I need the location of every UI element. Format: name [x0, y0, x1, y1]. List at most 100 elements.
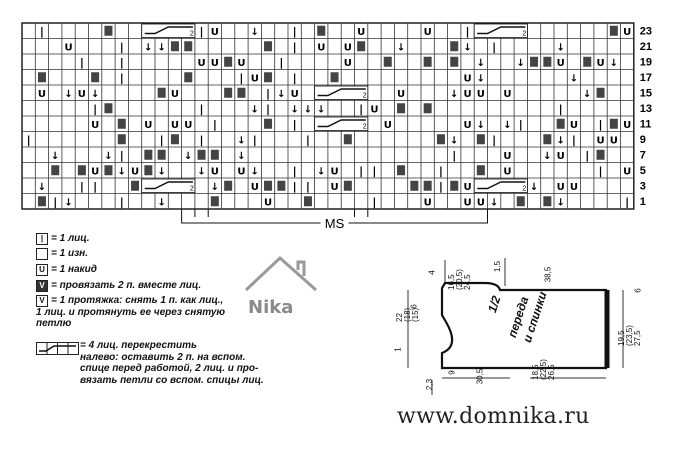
stitch-decrease-icon: [423, 103, 432, 114]
stitch-knit-icon: |: [213, 118, 217, 131]
cable-number: 2: [190, 186, 194, 193]
cable-line: [144, 26, 193, 35]
stitch-arrow-icon: ↓: [477, 58, 485, 69]
legend-item-knit: |= 1 лиц.: [36, 233, 90, 245]
stitch-arrow-icon: ↓: [556, 42, 564, 53]
row-number: 9: [640, 134, 646, 146]
stitch-yarn-over-icon: U: [463, 89, 471, 100]
stitch-yarn-over-icon: U: [596, 135, 604, 146]
stitch-decrease-icon: [170, 134, 179, 145]
dim-bottom-width: 30,5: [475, 368, 485, 385]
stitch-yarn-over-icon: U: [623, 27, 631, 38]
stitch-knit-icon: |: [80, 180, 84, 193]
stitch-yarn-over-icon: U: [78, 89, 86, 100]
stitch-knit-icon: |: [492, 40, 496, 53]
dim-half-width-top: 38,5: [543, 266, 553, 283]
cable-cell: [314, 85, 369, 100]
stitch-arrow-icon: ↓: [211, 182, 219, 193]
garment-schema: [407, 258, 624, 395]
stitch-decrease-icon: [383, 56, 392, 67]
stitch-knit-icon: |: [439, 164, 443, 177]
stitch-decrease-icon: [144, 165, 153, 176]
dim-right-tick: 6: [633, 288, 643, 293]
stitch-yarn-over-icon: U: [463, 182, 471, 193]
stitch-decrease-icon: [157, 87, 166, 98]
row-number: 11: [640, 119, 652, 131]
cable-line: [317, 119, 366, 128]
stitch-decrease-icon: [264, 72, 273, 83]
stitch-decrease-icon: [91, 72, 100, 83]
stitch-yarn-over-icon: U: [424, 27, 432, 38]
stitch-yarn-over-icon: U: [237, 58, 245, 69]
stitch-arrow-icon: ↓: [237, 135, 245, 146]
row-number: 7: [640, 150, 646, 162]
stitch-yarn-over-icon: U: [91, 166, 99, 177]
stitch-knit-icon: |: [359, 102, 363, 115]
stitch-knit-icon: |: [452, 149, 456, 162]
stitch-arrow-icon: ↓: [118, 166, 126, 177]
stitch-knit-icon: |: [200, 133, 204, 146]
stitch-arrow-icon: ↓: [556, 197, 564, 208]
stitch-knit-icon: |: [239, 71, 243, 84]
stitch-decrease-icon: [104, 25, 113, 36]
stitch-arrow-icon: ↓: [38, 182, 46, 193]
stitch-arrow-icon: ↓: [450, 135, 458, 146]
stitch-arrow-icon: ↓: [64, 89, 72, 100]
stitch-decrease-icon: [264, 41, 273, 52]
legend-text: = 1 накид: [51, 264, 97, 275]
stitch-decrease-icon: [197, 149, 206, 160]
stitch-decrease-icon: [450, 41, 459, 52]
stitch-decrease-icon: [397, 165, 406, 176]
stitch-decrease-icon: [170, 41, 179, 52]
repeat-label: MS: [325, 216, 345, 231]
cable-cell: [314, 116, 369, 131]
stitch-decrease-icon: [476, 165, 485, 176]
stitch-decrease-icon: [224, 87, 233, 98]
stitch-knit-icon: |: [625, 195, 629, 208]
stitch-knit-icon: |: [372, 164, 376, 177]
stitch-decrease-icon: [436, 134, 445, 145]
stitch-decrease-icon: [423, 180, 432, 191]
stitch-decrease-icon: [117, 118, 126, 129]
stitch-knit-icon: |: [120, 195, 124, 208]
stitch-yarn-over-icon: U: [570, 120, 578, 131]
stitch-yarn-over-icon: U: [397, 89, 405, 100]
row-number: 17: [640, 72, 652, 84]
dim-left-tick: 6: [409, 304, 419, 309]
stitch-decrease-icon: [37, 196, 46, 207]
stitch-arrow-icon: ↓: [477, 73, 485, 84]
stitch-decrease-icon: [210, 149, 219, 160]
dim-small-left: 1: [393, 347, 403, 352]
stitch-knit-icon: |: [492, 133, 496, 146]
stitch-knit-icon: |: [293, 118, 297, 131]
stitch-yarn-over-icon: U: [384, 120, 392, 131]
stitch-arrow-icon: ↓: [251, 104, 259, 115]
stitch-knit-icon: |: [372, 195, 376, 208]
stitch-yarn-over-icon: U: [237, 166, 245, 177]
stitch-yarn-over-icon: U: [131, 166, 139, 177]
stitch-knit-icon: |: [53, 195, 57, 208]
stitch-knit-icon: |: [466, 25, 470, 38]
stitch-arrow-icon: ↓: [290, 104, 298, 115]
nika-logo-roof-icon: [244, 255, 317, 292]
k2tog-symbol-icon: V: [36, 280, 48, 292]
stitch-arrow-icon: ↓: [144, 42, 152, 53]
stitch-yarn-over-icon: U: [463, 197, 471, 208]
stitch-knit-icon: |: [293, 164, 297, 177]
dim-top-left: 4: [427, 270, 437, 275]
stitch-arrow-icon: ↓: [503, 120, 511, 131]
stitch-knit-icon: |: [572, 133, 576, 146]
stitch-decrease-icon: [596, 149, 605, 160]
cable-line: [477, 181, 526, 190]
stitch-decrease-icon: [117, 134, 126, 145]
stitch-knit-icon: |: [160, 133, 164, 146]
legend-text: = 1 изн.: [51, 248, 88, 259]
stitch-decrease-icon: [583, 56, 592, 67]
cable-cell: [473, 23, 528, 38]
stitch-arrow-icon: ↓: [543, 151, 551, 162]
stitch-yarn-over-icon: U: [477, 89, 485, 100]
row-number: 5: [640, 165, 646, 177]
stitch-knit-icon: |: [266, 102, 270, 115]
stitch-knit-icon: |: [27, 133, 31, 146]
